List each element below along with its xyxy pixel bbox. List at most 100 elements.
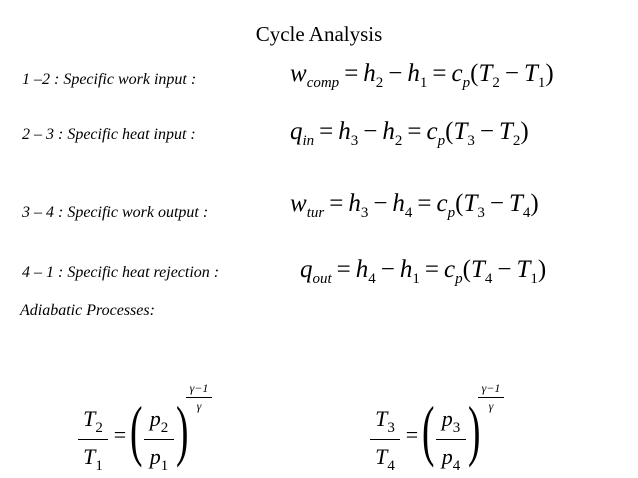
temperature-numerator: T2 [78,406,108,436]
lhs-symbol: w [290,190,307,217]
enthalpy-index: 1 [412,271,420,287]
fraction-bar [436,439,466,440]
minus-sign: − [363,118,378,145]
equals-sign: = [329,190,344,217]
temperature-symbol: T [470,256,485,283]
temperature-index: 3 [477,205,485,221]
exponent-numerator: γ−1 [189,381,209,395]
lhs-subscript: in [302,133,315,149]
minus-sign: − [497,256,512,283]
pressure-numerator: p2 [144,406,174,436]
enthalpy-index: 4 [368,271,376,287]
equals-sign: = [432,60,447,87]
temperature-index: 2 [492,75,500,91]
process-label: 3 – 4 : Specific work output : [22,204,209,221]
lhs-symbol: q [300,256,313,283]
enthalpy-index: 3 [350,133,359,149]
fraction-bar [78,439,108,440]
pressure-denominator: p1 [144,444,174,474]
equals-sign: = [113,422,127,447]
temperature-symbol: T [516,256,531,283]
enthalpy-index: 2 [394,133,403,149]
temperature-index: 1 [95,458,103,474]
pressure-index: 4 [452,458,461,474]
process-label: 1 –2 : Specific work input : [22,71,197,88]
exponent-numerator: γ−1 [481,381,501,395]
pressure-denominator: p4 [436,444,466,474]
minus-sign: − [380,256,395,283]
minus-sign: − [388,60,403,87]
process-equation: qout=h4−h1=cp(T4−T1) [300,256,547,287]
equals-sign: = [336,256,351,283]
cp-subscript: p [447,205,456,221]
minus-sign: − [479,118,494,145]
lhs-symbol: w [290,60,307,87]
cp-subscript: p [455,271,463,287]
exponent-denominator: γ [488,399,494,413]
enthalpy-symbol: h [399,256,413,283]
minus-sign: − [373,190,388,217]
cp-symbol: c [426,118,438,145]
enthalpy-symbol: h [338,118,351,145]
temperature-index: 4 [387,458,395,474]
process-equation: wtur=h3−h4=cp(T3−T4) [290,190,539,221]
left-paren: ( [462,256,471,283]
temperature-symbol: T [375,406,388,431]
temperature-index: 1 [530,271,538,287]
enthalpy-index: 2 [375,75,384,91]
fraction-bar [370,439,400,440]
left-paren: ( [130,392,143,468]
pressure-symbol: p [441,444,453,469]
right-paren: ) [537,256,547,283]
equals-sign: = [344,60,359,87]
temperature-index: 4 [522,205,531,221]
temperature-symbol: T [523,60,538,87]
enthalpy-symbol: h [355,256,369,283]
temperature-symbol: T [498,118,513,145]
equals-sign: = [405,422,419,447]
enthalpy-symbol: h [363,60,376,87]
minus-sign: − [489,190,504,217]
pressure-numerator: p3 [436,406,466,436]
temperature-symbol: T [83,444,96,469]
enthalpy-symbol: h [382,118,395,145]
temperature-symbol: T [375,444,388,469]
enthalpy-index: 4 [404,205,413,221]
temperature-denominator: T4 [370,444,400,474]
cp-symbol: c [436,190,448,217]
minus-sign: − [504,60,519,87]
temperature-symbol: T [508,190,523,217]
equals-sign: = [417,190,432,217]
cp-symbol: c [444,256,456,283]
equals-sign: = [424,256,439,283]
adiabatic-heading: Adiabatic Processes: [20,302,155,319]
lhs-symbol: q [290,118,303,145]
pressure-symbol: p [149,406,161,431]
enthalpy-symbol: h [407,60,420,87]
cp-subscript: p [462,75,471,91]
left-paren: ( [422,392,435,468]
right-paren: ) [176,392,189,468]
temperature-index: 2 [512,133,521,149]
temperature-index: 2 [95,420,103,436]
temperature-symbol: T [478,60,493,87]
cp-subscript: p [437,133,446,149]
lhs-subscript: out [312,271,332,287]
temperature-symbol: T [463,190,478,217]
temperature-denominator: T1 [78,444,108,474]
right-paren: ) [530,190,539,217]
temperature-index: 1 [537,75,546,91]
right-paren: ) [545,60,554,87]
pressure-symbol: p [149,444,161,469]
pressure-index: 3 [452,420,461,436]
exponent-bar [186,397,212,398]
fraction-bar [144,439,174,440]
enthalpy-index: 3 [360,205,369,221]
temperature-index: 4 [484,271,493,287]
process-label: 4 – 1 : Specific heat rejection : [22,264,220,281]
page-title: Cycle Analysis [255,22,383,46]
exponent-denominator: γ [196,399,202,413]
lhs-subscript: tur [306,205,325,221]
process-equation: wcomp=h2−h1=cp(T2−T1) [290,60,554,91]
pressure-index: 1 [160,458,169,474]
